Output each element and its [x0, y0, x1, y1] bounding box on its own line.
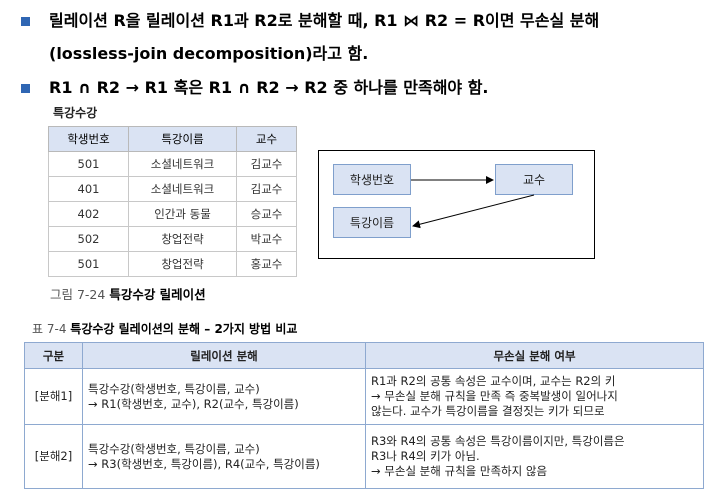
node-professor: 교수: [495, 164, 573, 195]
text-line: 특강수강(학생번호, 특강이름, 교수): [88, 441, 260, 456]
table-cell: 502: [48, 226, 129, 252]
table-row: 401 소셜네트워크 김교수: [48, 176, 297, 202]
table-caption: 표 7-4 특강수강 릴레이션의 분해 – 2가지 방법 비교: [32, 320, 297, 337]
decomposition-cell: 특강수강(학생번호, 특강이름, 교수) → R3(학생번호, 특강이름), R…: [82, 424, 366, 489]
node-lecture-name: 특강이름: [333, 207, 411, 238]
figure-caption-number: 그림 7-24: [50, 287, 106, 302]
text-line: R1과 R2의 공통 속성은 교수이며, 교수는 R2의 키: [371, 374, 616, 388]
text-line: → 무손실 분해 규칙을 만족하지 않음: [371, 464, 548, 478]
node-student-id: 학생번호: [333, 164, 411, 195]
table-cell: 창업전략: [128, 226, 237, 252]
bullet-2-line-1: R1 ∩ R2 → R1 혹은 R1 ∩ R2 → R2 중 하나를 만족해야 …: [49, 78, 489, 97]
relation-column-header: 특강이름: [128, 126, 237, 152]
text-line: → 무손실 분해 규칙을 만족 즉 중복발생이 일어나지: [371, 389, 618, 403]
table-cell: 소셜네트워크: [128, 151, 237, 177]
table-caption-text: 특강수강 릴레이션의 분해 – 2가지 방법 비교: [70, 322, 298, 336]
bullet-1-line-1: 릴레이션 R을 릴레이션 R1과 R2로 분해할 때, R1 ⋈ R2 = R이…: [49, 11, 600, 30]
decomposition-label: [분해2]: [24, 424, 83, 489]
figure-caption-text: 특강수강 릴레이션: [109, 287, 206, 302]
table-row: [분해1] 특강수강(학생번호, 특강이름, 교수) → R1(학생번호, 교수…: [24, 368, 704, 425]
comparison-table: 구분 릴레이션 분해 무손실 분해 여부 [분해1] 특강수강(학생번호, 특강…: [24, 342, 704, 489]
table-cell: 김교수: [236, 151, 297, 177]
text-line: R3와 R4의 공통 속성은 특강이름이지만, 특강이름은: [371, 434, 625, 448]
table-cell: 승교수: [236, 201, 297, 227]
comparison-header: 구분: [24, 342, 83, 369]
table-row: [분해2] 특강수강(학생번호, 특강이름, 교수) → R3(학생번호, 특강…: [24, 424, 704, 489]
text-line: 특강수강(학생번호, 특강이름, 교수): [88, 381, 260, 396]
table-cell: 401: [48, 176, 129, 202]
table-cell: 창업전략: [128, 251, 237, 277]
dependency-diagram: [318, 150, 595, 259]
text-line: → R1(학생번호, 교수), R2(교수, 특강이름): [88, 396, 299, 411]
figure-caption: 그림 7-24 특강수강 릴레이션: [50, 284, 206, 303]
comparison-header: 무손실 분해 여부: [365, 342, 704, 369]
text-line: → R3(학생번호, 특강이름), R4(교수, 특강이름): [88, 456, 320, 471]
table-row: 502 창업전략 박교수: [48, 226, 297, 252]
relation-table: 학생번호 특강이름 교수 501 소셜네트워크 김교수 401 소셜네트워크 김…: [48, 126, 297, 277]
table-row: 501 창업전략 홍교수: [48, 251, 297, 277]
bullet-1-line-2: (lossless-join decomposition)라고 함.: [49, 44, 369, 63]
table-row: 501 소셜네트워크 김교수: [48, 151, 297, 177]
decomposition-label: [분해1]: [24, 368, 83, 425]
text-line: R3나 R4의 키가 아님.: [371, 449, 480, 463]
table-cell: 소셜네트워크: [128, 176, 237, 202]
table-cell: 501: [48, 251, 129, 277]
table-cell: 홍교수: [236, 251, 297, 277]
relation-column-header: 교수: [236, 126, 297, 152]
table-caption-number: 표 7-4: [32, 322, 67, 336]
lossless-cell: R1과 R2의 공통 속성은 교수이며, 교수는 R2의 키 → 무손실 분해 …: [365, 368, 704, 425]
table-cell: 인간과 동물: [128, 201, 237, 227]
decomposition-cell: 특강수강(학생번호, 특강이름, 교수) → R1(학생번호, 교수), R2(…: [82, 368, 366, 425]
table-cell: 402: [48, 201, 129, 227]
table-cell: 박교수: [236, 226, 297, 252]
table-cell: 501: [48, 151, 129, 177]
lossless-cell: R3와 R4의 공통 속성은 특강이름이지만, 특강이름은 R3나 R4의 키가…: [365, 424, 704, 489]
bullet-marker: [21, 17, 30, 26]
table-cell: 김교수: [236, 176, 297, 202]
text-line: 않는다. 교수가 특강이름을 결정짓는 키가 되므로: [371, 404, 605, 418]
bullet-marker: [21, 84, 30, 93]
relation-column-header: 학생번호: [48, 126, 129, 152]
table-row: 402 인간과 동물 승교수: [48, 201, 297, 227]
relation-name: 특강수강: [53, 106, 98, 120]
comparison-header: 릴레이션 분해: [82, 342, 366, 369]
